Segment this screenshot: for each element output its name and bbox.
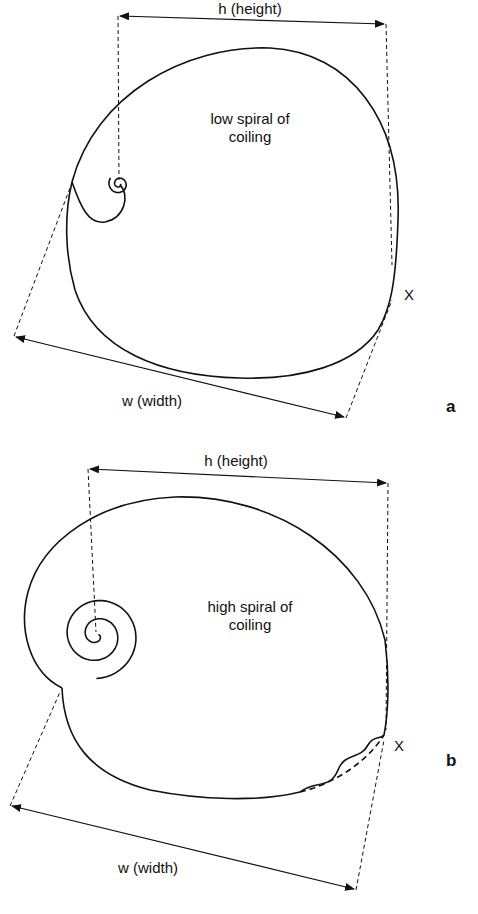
dimension-label: w (width)	[122, 392, 182, 410]
region-label: high spiral of coiling	[195, 598, 305, 634]
broken-lip	[300, 735, 384, 792]
panel-letter: b	[446, 752, 456, 770]
aperture-line	[72, 182, 125, 222]
extension-line	[386, 24, 392, 265]
apex-spiral	[109, 178, 126, 193]
point-label: X	[394, 737, 404, 755]
dimension-arrow	[120, 16, 384, 24]
dimension-label: h (height)	[218, 0, 281, 18]
panel-letter: a	[446, 398, 455, 416]
shell-outline	[25, 497, 388, 735]
extension-line	[356, 740, 384, 890]
extension-line	[346, 300, 392, 418]
dimension-label: h (height)	[204, 452, 267, 470]
dimension-arrow	[90, 469, 386, 483]
shell-outline	[67, 48, 399, 378]
point-label: X	[404, 286, 414, 304]
extension-line	[14, 188, 70, 336]
shell-outline	[62, 688, 300, 799]
extension-line	[118, 16, 119, 180]
dimension-arrow	[16, 337, 344, 417]
extension-line	[88, 469, 96, 632]
extension-line	[10, 692, 60, 806]
dimension-label: w (width)	[118, 859, 178, 877]
apex-spiral	[67, 601, 136, 679]
region-label: low spiral of coiling	[195, 110, 305, 146]
extension-line	[386, 483, 388, 730]
dimension-arrow	[12, 806, 354, 889]
restored-lip	[300, 735, 384, 792]
